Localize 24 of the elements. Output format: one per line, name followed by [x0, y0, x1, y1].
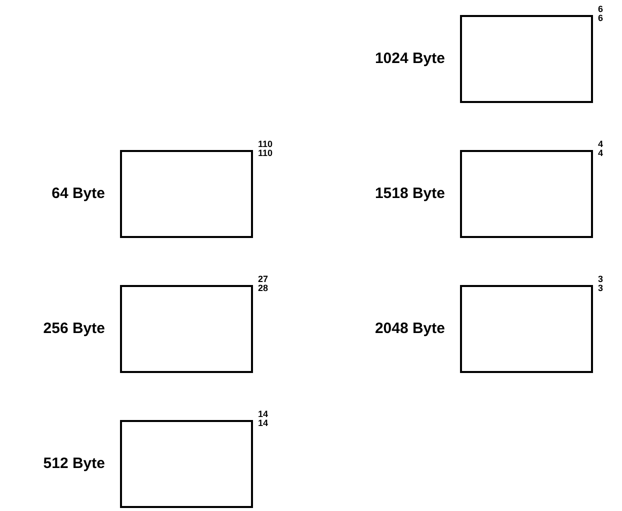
size-label: 64 Byte [52, 185, 105, 203]
count-number: 6 [598, 5, 604, 14]
size-label: 2048 Byte [374, 320, 445, 338]
size-label: 512 Byte [43, 455, 105, 473]
empty-box [460, 15, 593, 103]
count-number: 14 [258, 410, 268, 419]
size-label: 1518 Byte [374, 185, 445, 203]
size-label: 256 Byte [43, 320, 105, 338]
count-number: 110 [258, 140, 273, 149]
count-number: 6 [598, 14, 604, 23]
empty-box [460, 150, 593, 238]
count-number: 14 [258, 419, 268, 428]
count-number: 3 [598, 275, 604, 284]
count-number: 3 [598, 284, 604, 293]
count-number: 4 [598, 140, 604, 149]
count-number: 27 [258, 275, 268, 284]
count-number: 110 [258, 149, 273, 158]
empty-box [460, 285, 593, 373]
empty-box [120, 150, 253, 238]
count-number: 4 [598, 149, 604, 158]
size-label: 1024 Byte [374, 50, 445, 68]
count-number: 28 [258, 284, 268, 293]
empty-box [120, 420, 253, 508]
empty-box [120, 285, 253, 373]
